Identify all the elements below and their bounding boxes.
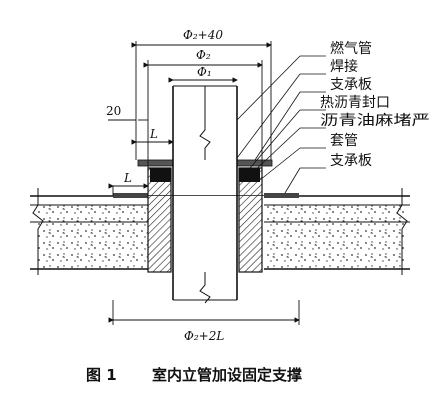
support-plate-bottom-left [113, 193, 148, 198]
dim-phi2-plus-2L: Φ₂+2L [184, 329, 224, 343]
label-gas-pipe: 燃气管 [330, 40, 372, 57]
dim-L-upper: L [149, 127, 158, 141]
label-asphalt-hemp-plug: 沥青油麻堵严 [320, 113, 430, 129]
leader-lines [236, 55, 326, 194]
floor-slab [30, 188, 410, 275]
dim-phi2: Φ₂ [196, 48, 211, 62]
label-weld: 焊接 [330, 58, 358, 75]
support-plate-top-left [137, 159, 174, 167]
asphalt-hemp-plug-right [239, 168, 260, 182]
support-plate-bottom-right [264, 193, 299, 198]
gas-pipe [172, 85, 238, 304]
label-support-plate-top: 支承板 [330, 77, 372, 93]
asphalt-hemp-plug-left [150, 168, 171, 182]
dimension-lines [108, 41, 300, 325]
figure-number: 图 1 [86, 366, 117, 384]
dim-L-lower: L [123, 171, 132, 185]
label-support-plate-bottom: 支承板 [330, 153, 372, 169]
figure-caption: 室内立管加设固定支撑 [152, 366, 302, 384]
dim-phi1: Φ₁ [197, 65, 212, 79]
label-sleeve: 套管 [330, 133, 358, 149]
dim-offset-20: 20 [106, 104, 121, 118]
label-hot-asphalt-seal: 热沥青封口 [320, 95, 390, 111]
dim-phi2-plus-40: Φ₂+40 [183, 28, 223, 42]
